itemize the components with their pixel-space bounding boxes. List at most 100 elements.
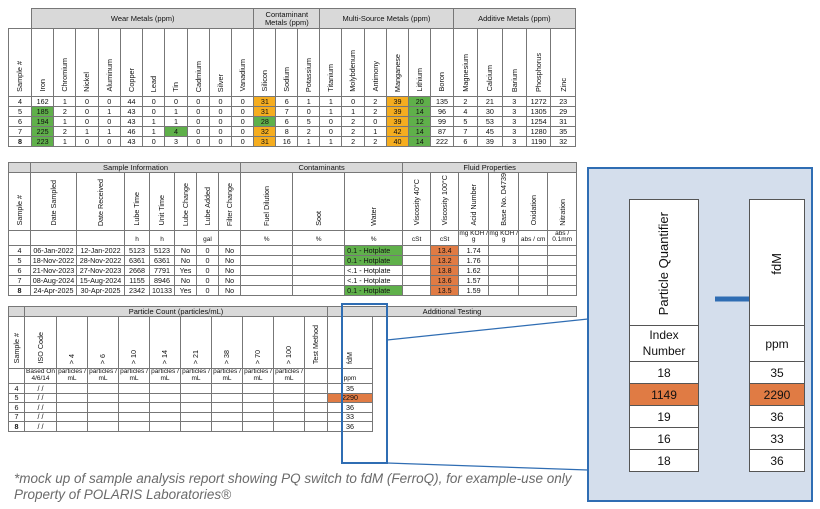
column-header: Date Sampled: [30, 172, 77, 231]
table-cell: 0: [186, 126, 210, 137]
table-cell: [547, 264, 578, 276]
table-cell: [402, 244, 432, 256]
table-cell: 185: [30, 106, 55, 117]
table-cell: [180, 383, 212, 394]
table-cell: [118, 392, 150, 403]
table-cell: [56, 411, 88, 422]
column-unit: particles / mL: [242, 368, 274, 384]
table-cell: 222: [430, 136, 454, 147]
column-header-label: Lube Added: [202, 187, 212, 226]
table-cell: 2: [53, 106, 77, 117]
table-cell: Yes: [174, 284, 197, 296]
table-row: 5/ /2290: [8, 392, 577, 403]
table-cell: 225: [30, 126, 55, 137]
table-cell: 6: [275, 116, 299, 127]
table-cell: <.1 - Hotplate: [344, 274, 404, 286]
caption-line-1: *mock up of sample analysis report showi…: [14, 471, 572, 486]
table-cell: 0.1 - Hotplate: [344, 284, 404, 296]
column-unit: particles / mL: [56, 368, 88, 384]
table-cell: 12: [408, 116, 432, 127]
column-header-label: > 14: [160, 349, 170, 364]
column-header-label: Sample #: [15, 60, 25, 92]
column-header: Copper: [119, 28, 144, 97]
table-cell: 7: [275, 106, 299, 117]
column-header-label: Nickel: [82, 71, 92, 92]
column-header: Fuel Dilution: [240, 172, 294, 231]
table-cell: 6: [8, 116, 32, 127]
table-cell: 0: [231, 106, 255, 117]
connector-line-bottom: [386, 462, 589, 471]
empty-cell: [373, 384, 577, 394]
table-cell: Yes: [174, 264, 197, 276]
column-header: Cadmium: [186, 28, 210, 97]
table-cell: 1.57: [458, 274, 490, 286]
column-unit: [30, 229, 77, 246]
table-cell: [242, 411, 274, 422]
table-cell: 1.62: [458, 264, 490, 276]
group-sample-information: Sample Information: [29, 162, 242, 173]
table-cell: [242, 421, 274, 432]
column-header: > 70: [242, 316, 274, 369]
table-cell: 08-Aug-2024: [30, 274, 77, 286]
column-header: ISO Code: [24, 316, 57, 369]
table-cell: 7: [452, 126, 479, 137]
table-cell: 8: [8, 421, 25, 432]
table-cell: 0: [231, 116, 255, 127]
table-cell: [292, 264, 346, 276]
group-additional-testing: Additional Testing: [327, 306, 577, 317]
table-cell: 5: [8, 254, 31, 266]
group-fluid-properties: Fluid Properties: [402, 162, 578, 173]
table-cell: 0: [75, 106, 99, 117]
table-cell: 0: [186, 96, 210, 107]
group-additive-metals: Additive Metals (ppm): [452, 8, 577, 29]
column-header-label: Silver: [215, 73, 225, 92]
table-cell: [56, 392, 88, 403]
column-header: Magnesium: [452, 28, 479, 97]
table-cell: 0: [196, 264, 219, 276]
table-cell: 5: [8, 106, 32, 117]
table-cell: [273, 411, 305, 422]
column-header-label: > 38: [222, 349, 232, 364]
table-cell: [518, 284, 549, 296]
column-header-label: Viscosity 100°C: [440, 175, 450, 226]
table-cell: [488, 254, 520, 266]
table-cell: 46: [119, 126, 144, 137]
table-cell: 0: [208, 136, 233, 147]
table-cell: / /: [24, 402, 57, 413]
column-header-label: Iron: [37, 79, 47, 92]
column-header-label: Tin: [171, 81, 181, 92]
column-header: Chromium: [53, 28, 77, 97]
column-unit: cSt: [430, 229, 460, 246]
table-cell: 32: [550, 136, 576, 147]
group-contaminant-metals: Contaminant Metals (ppm): [253, 8, 321, 29]
zoom-value: 18: [629, 361, 699, 384]
table-cell: <.1 - Hotplate: [344, 264, 404, 276]
column-header: Soot: [292, 172, 346, 231]
fdm-highlight-box: [341, 303, 388, 464]
table-cell: 4: [8, 244, 31, 256]
table-cell: 43: [119, 116, 144, 127]
table-cell: 1: [341, 106, 365, 117]
column-header: Test Method: [304, 316, 328, 369]
column-header-label: Lube Time: [132, 192, 142, 226]
table-cell: 18-Nov-2022: [30, 254, 77, 266]
zoom-value: 36: [749, 449, 805, 472]
table-cell: [87, 392, 119, 403]
empty-cell: [373, 317, 577, 369]
column-header-label: Base No. D4739: [499, 173, 509, 226]
table-cell: 2: [297, 126, 321, 137]
table-cell: 5: [8, 392, 25, 403]
table-cell: 7791: [149, 264, 175, 276]
table-cell: 99: [430, 116, 454, 127]
zoom-row: 18: [629, 449, 699, 472]
table-cell: 15-Aug-2024: [76, 274, 125, 286]
table-cell: 28-Nov-2022: [76, 254, 125, 266]
table-cell: [518, 244, 549, 256]
empty-cell: [373, 412, 577, 422]
table-cell: 4: [8, 383, 25, 394]
table-cell: 1: [319, 136, 343, 147]
